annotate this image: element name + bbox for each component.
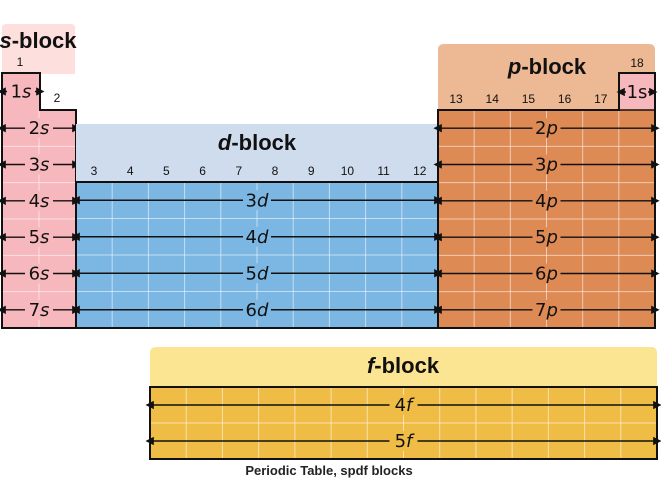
f-block-header-bg bbox=[150, 347, 657, 387]
s-block-grid bbox=[2, 110, 76, 328]
s-orbital-label: 4s bbox=[29, 191, 50, 212]
group-number-9: 9 bbox=[308, 164, 315, 178]
group-number-13: 13 bbox=[449, 92, 463, 106]
p-block: p-block 18 13 14 15 16 17 1s 2p 3p 4p 5p 6p 7p bbox=[433, 44, 660, 329]
f-block: f-block 4f 5f bbox=[145, 347, 661, 460]
p-orbital-row: 5p bbox=[433, 227, 660, 248]
s-orbital-row: 1s bbox=[0, 81, 45, 103]
group-number-5: 5 bbox=[163, 164, 170, 178]
s-orbital-row: 7s bbox=[0, 299, 81, 321]
p-orbital-label: 3p bbox=[535, 155, 558, 176]
f-orbital-label: 5f bbox=[395, 431, 415, 452]
p-block-orbital-rows: 2p 3p 4p 5p 6p 7p bbox=[433, 118, 660, 321]
p-orbital-label: 6p bbox=[535, 264, 558, 285]
f-block-title: f-block bbox=[367, 353, 440, 378]
f-block-grid bbox=[150, 387, 657, 459]
p-orbital-label: 5p bbox=[535, 227, 558, 248]
s-orbital-row: 2s bbox=[0, 118, 81, 139]
d-block-orbital-rows: 3d 4d 5d 6d bbox=[71, 190, 443, 321]
f-block-orbital-rows: 4f 5f bbox=[145, 395, 661, 452]
s-orbital-label: 3s bbox=[29, 155, 50, 176]
group-number-1: 1 bbox=[17, 55, 24, 69]
p-orbital-row: 4p bbox=[433, 190, 660, 212]
s-block-orbital-rows: 1s 2s 3s 4s 5s 6s 7s bbox=[0, 81, 81, 321]
f-block-outline bbox=[149, 386, 658, 460]
p-orbital-label: 2p bbox=[535, 118, 558, 139]
s-orbital-row: 4s bbox=[0, 190, 81, 212]
group-number-10: 10 bbox=[341, 164, 355, 178]
d-orbital-label: 6d bbox=[246, 300, 269, 321]
d-block-group-numbers: 3 4 5 6 7 8 9 10 11 12 bbox=[91, 164, 427, 178]
d-orbital-label: 5d bbox=[246, 263, 269, 284]
helium-orbital-label: 1s bbox=[627, 82, 648, 103]
s-orbital-label: 2s bbox=[29, 118, 50, 139]
d-block-title: d-block bbox=[218, 130, 297, 155]
p-block-header-bg bbox=[438, 44, 655, 110]
s-orbital-row: 6s bbox=[0, 263, 81, 285]
s-block-title: s-block bbox=[0, 28, 77, 53]
p-orbital-label: 4p bbox=[535, 191, 558, 212]
group-number-2: 2 bbox=[54, 91, 61, 105]
group-number-8: 8 bbox=[272, 164, 279, 178]
d-orbital-row: 4d bbox=[71, 226, 443, 248]
d-orbital-label: 3d bbox=[246, 190, 269, 211]
group-number-15: 15 bbox=[522, 92, 536, 106]
s-orbital-label: 6s bbox=[29, 264, 50, 285]
s-block: s-block 1 2 1s 2s 3s 4s 5s 6s 7s bbox=[0, 24, 81, 329]
helium-orbital-row: 1s bbox=[616, 82, 658, 103]
d-orbital-row: 3d bbox=[71, 190, 443, 211]
s-orbital-row: 5s bbox=[0, 227, 81, 248]
p-orbital-row: 7p bbox=[433, 299, 660, 321]
d-block-header-bg bbox=[76, 124, 438, 182]
group-number-7: 7 bbox=[235, 164, 242, 178]
p-orbital-row: 3p bbox=[433, 154, 660, 176]
p-orbital-row: 6p bbox=[433, 263, 660, 285]
group-number-4: 4 bbox=[127, 164, 134, 178]
group-number-14: 14 bbox=[486, 92, 500, 106]
d-orbital-row: 6d bbox=[71, 299, 443, 321]
f-orbital-row: 4f bbox=[145, 395, 661, 416]
p-orbital-label: 7p bbox=[535, 300, 558, 321]
group-number-11: 11 bbox=[377, 164, 390, 178]
s-block-outline bbox=[1, 72, 77, 329]
group-number-12: 12 bbox=[413, 164, 427, 178]
s-block-header-bg bbox=[2, 24, 75, 74]
s-orbital-label: 7s bbox=[29, 300, 50, 321]
p-block-group-numbers: 13 14 15 16 17 bbox=[449, 92, 607, 106]
s-orbital-label: 5s bbox=[29, 227, 50, 248]
group-number-6: 6 bbox=[199, 164, 206, 178]
d-orbital-label: 4d bbox=[246, 227, 269, 248]
f-orbital-label: 4f bbox=[395, 395, 415, 416]
group-number-16: 16 bbox=[558, 92, 572, 106]
group-number-18: 18 bbox=[630, 56, 644, 70]
p-block-title: p-block bbox=[507, 54, 587, 79]
group-number-17: 17 bbox=[594, 92, 608, 106]
s-orbital-label: 1s bbox=[11, 82, 32, 103]
d-block: d-block 3 4 5 6 7 8 9 10 11 12 3d 4d 5d 6d bbox=[71, 124, 443, 329]
caption: Periodic Table, spdf blocks bbox=[245, 463, 412, 478]
p-orbital-row: 2p bbox=[433, 118, 660, 139]
p-block-grid bbox=[438, 110, 655, 328]
d-orbital-row: 5d bbox=[71, 263, 443, 284]
s-orbital-row: 3s bbox=[0, 154, 81, 176]
group-number-3: 3 bbox=[91, 164, 98, 178]
f-orbital-row: 5f bbox=[145, 431, 661, 452]
